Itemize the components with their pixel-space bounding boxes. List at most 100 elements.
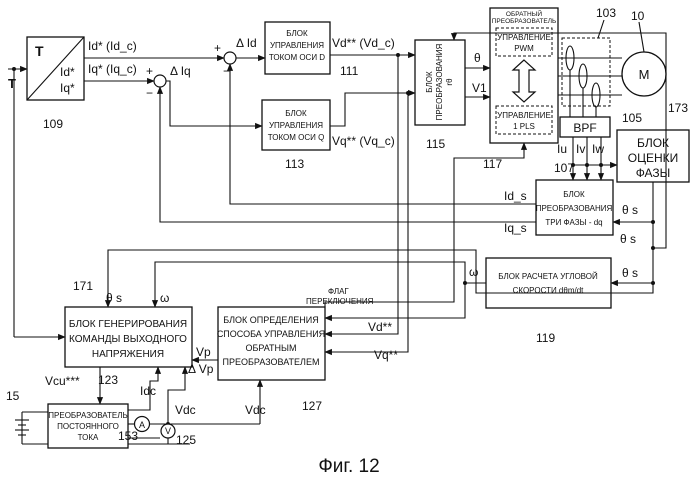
signal-vdc-127: Vdc (245, 403, 266, 417)
block-173-line3: ФАЗЫ (636, 166, 671, 180)
block-107-line1: БЛОК (563, 190, 585, 199)
summing-junction-d (224, 52, 236, 64)
block-117-pls-line2: 1 PLS (513, 122, 535, 131)
block-171-line2: КОМАНДЫ ВЫХОДНОГО (69, 334, 187, 345)
block-103-number: 103 (596, 6, 616, 20)
signal-theta-s-107: θ s (622, 203, 638, 217)
battery-icon (15, 412, 48, 444)
signal-id-s: Id_s (504, 189, 527, 203)
motor-label: M (639, 67, 650, 82)
signal-vd-cmd: Vd** (Vd_c) (332, 36, 395, 50)
block-119-line2: СКОРОСТИ dθm/dt (513, 286, 585, 295)
signal-vdc-171: Vdc (175, 403, 196, 417)
block-111-number: 111 (340, 64, 359, 78)
label-15: 15 (6, 389, 20, 403)
block-117-header1: ОБРАТНЫЙ (506, 9, 542, 18)
signal-delta-id: Δ Id (236, 36, 257, 50)
signal-theta-s-115: θ s (620, 232, 636, 246)
signal-omega-119: ω (469, 265, 478, 279)
block-117-header2: ПРЕОБРАЗОВАТЕЛЬ (492, 18, 557, 25)
signal-iv: Iv (576, 142, 585, 156)
signal-flag-line2: ПЕРЕКЛЮЧЕНИЯ (306, 297, 374, 306)
block-103-current-sensor (562, 38, 610, 106)
block-171-output-voltage-command: БЛОК ГЕНЕРИРОВАНИЯ КОМАНДЫ ВЫХОДНОГО НАП… (65, 307, 192, 367)
block-115-line1: БЛОК (425, 71, 434, 93)
block-127-control-method: БЛОК ОПРЕДЕЛЕНИЯ СПОСОБА УПРАВЛЕНИЯ ОБРА… (217, 307, 325, 380)
block-113-line3: ТОКОМ ОСИ Q (268, 133, 325, 142)
block-113-q-axis-current-control: БЛОК УПРАВЛЕНИЯ ТОКОМ ОСИ Q (262, 100, 330, 150)
block-127-line4: ПРЕОБРАЗОВАТЕЛЕМ (223, 357, 320, 367)
block-171-line1: БЛОК ГЕНЕРИРОВАНИЯ (69, 319, 187, 330)
signal-idc: Idc (140, 384, 156, 398)
block-173-number: 173 (668, 101, 688, 115)
block-109-out2: Iq* (60, 81, 75, 95)
sum-q-minus: − (146, 86, 153, 100)
block-119-line1: БЛОК РАСЧЕТА УГЛОВОЙ (498, 272, 598, 281)
sum-q-plus: + (146, 64, 153, 78)
block-123-line3: ТОКА (78, 433, 99, 442)
signal-theta-s-119: θ s (622, 266, 638, 280)
signal-v1: V1 (472, 81, 487, 95)
signal-flag-line1: ФЛАГ (328, 287, 349, 296)
signal-iq-cmd: Iq* (Iq_c) (88, 62, 137, 76)
block-109-number: 109 (43, 117, 63, 131)
motor-10: M (622, 52, 666, 96)
figure-caption: Фиг. 12 (318, 456, 379, 477)
block-173-line1: БЛОК (637, 136, 669, 150)
block-105-bpf: BPF (560, 117, 610, 137)
block-113-number: 113 (285, 157, 304, 171)
block-113-line2: УПРАВЛЕНИЯ (269, 121, 323, 130)
signal-delta-vp: Δ Vp (188, 362, 214, 376)
block-107-line2: ПРЕОБРАЗОВАНИЯ (536, 204, 613, 213)
block-127-line3: ОБРАТНЫМ (245, 343, 296, 353)
block-117-pwm-line2: PWM (514, 44, 534, 53)
block-117-number: 117 (483, 157, 502, 171)
summing-junction-q (154, 75, 166, 87)
block-113-line1: БЛОК (285, 109, 307, 118)
signal-iu: Iu (557, 142, 567, 156)
label-125: 125 (176, 433, 196, 447)
block-109-out1: Id* (60, 65, 75, 79)
label-153: 153 (118, 429, 138, 443)
signal-t-input: T (8, 76, 16, 91)
signal-vq-cmd: Vq** (Vq_c) (332, 134, 395, 148)
block-171-number: 171 (73, 279, 93, 293)
block-105-number: 105 (622, 111, 642, 125)
block-109-label: T (35, 43, 44, 59)
block-117-pls-line1: УПРАВЛЕНИЕ (497, 111, 551, 120)
signal-iq-s: Iq_s (504, 221, 527, 235)
sum-d-plus: + (214, 41, 221, 55)
block-171-line3: НАПРЯЖЕНИЯ (92, 349, 164, 360)
signal-vd-in: Vd** (368, 320, 392, 334)
block-117-pwm-line1: УПРАВЛЕНИЕ (497, 33, 551, 42)
block-119-angular-speed: БЛОК РАСЧЕТА УГЛОВОЙ СКОРОСТИ dθm/dt (486, 258, 611, 308)
block-107-three-phase-dq: БЛОК ПРЕОБРАЗОВАНИЯ ТРИ ФАЗЫ - dq (536, 180, 613, 235)
signal-omega-171: ω (160, 291, 169, 305)
block-123-number: 123 (98, 373, 118, 387)
signal-iw: Iw (592, 142, 604, 156)
block-123-line2: ПОСТОЯННОГО (57, 422, 119, 431)
block-117-inverter: ОБРАТНЫЙ ПРЕОБРАЗОВАТЕЛЬ УПРАВЛЕНИЕ PWM … (490, 8, 558, 143)
block-115-transform: БЛОК ПРЕОБРАЗОВАНИЯ rθ (415, 40, 465, 125)
block-127-line2: СПОСОБА УПРАВЛЕНИЯ (217, 329, 325, 339)
block-105-label: BPF (573, 121, 596, 135)
block-111-line3: ТОКОМ ОСИ D (269, 53, 325, 62)
block-123-line1: ПРЕОБРАЗОВАТЕЛЬ (48, 411, 127, 420)
block-107-line3: ТРИ ФАЗЫ - dq (545, 218, 602, 227)
block-111-line1: БЛОК (286, 29, 308, 38)
block-123-dc-converter: ПРЕОБРАЗОВАТЕЛЬ ПОСТОЯННОГО ТОКА (48, 404, 128, 448)
block-119-number: 119 (536, 331, 555, 345)
signal-id-cmd: Id* (Id_c) (88, 39, 137, 53)
ammeter-icon: A (139, 420, 145, 430)
block-115-number: 115 (426, 137, 445, 151)
block-115-line2: ПРЕОБРАЗОВАНИЯ (435, 43, 444, 120)
signal-vcu: Vcu*** (45, 374, 80, 388)
block-109-command-generator: T Id* Iq* (27, 37, 84, 100)
signal-vq-in: Vq** (374, 348, 398, 362)
signal-theta-s-171: θ s (106, 291, 122, 305)
block-173-phase-estimation: БЛОК ОЦЕНКИ ФАЗЫ (617, 130, 689, 182)
sum-d-minus: − (223, 64, 230, 78)
block-107-number: 107 (554, 161, 574, 175)
block-173-line2: ОЦЕНКИ (628, 151, 679, 165)
